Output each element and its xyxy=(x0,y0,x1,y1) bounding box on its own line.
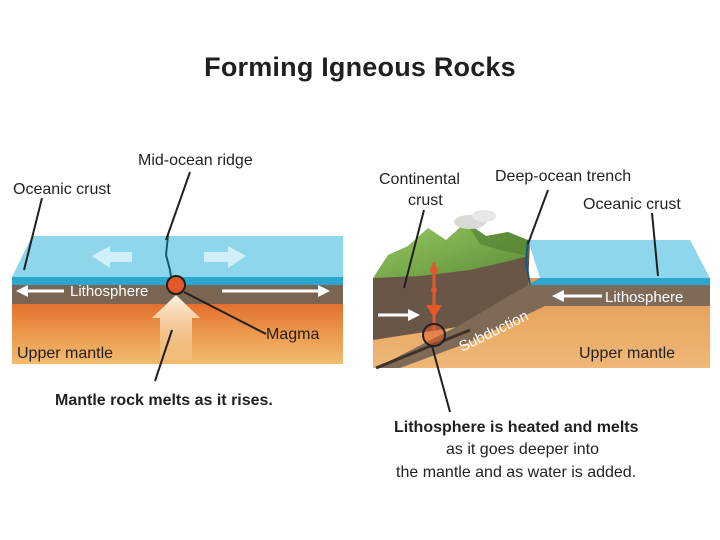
leader-mid-ocean-ridge xyxy=(166,172,190,240)
label-oceanic-crust-left: Oceanic crust xyxy=(13,181,111,198)
label-magma: Magma xyxy=(266,326,319,343)
melting-zone-circle xyxy=(423,324,445,346)
label-deep-ocean-trench: Deep-ocean trench xyxy=(495,168,631,185)
caption-right-line2: as it goes deeper into xyxy=(446,441,599,458)
magma-blob-2 xyxy=(431,287,437,293)
volcano-plume-2 xyxy=(472,210,496,222)
label-lithosphere-left: Lithosphere xyxy=(70,283,148,300)
right-ocean-side xyxy=(528,278,710,285)
label-upper-mantle-right: Upper mantle xyxy=(579,345,675,362)
leader-deep-ocean-trench xyxy=(528,190,548,244)
label-upper-mantle-left: Upper mantle xyxy=(17,345,113,362)
label-oceanic-crust-right: Oceanic crust xyxy=(583,196,681,213)
caption-right-line1: Lithosphere is heated and melts xyxy=(394,419,639,436)
label-mid-ocean-ridge: Mid-ocean ridge xyxy=(138,152,253,169)
label-lithosphere-right: Lithosphere xyxy=(605,289,683,306)
right-block: Continental crust Deep-ocean trench Ocea… xyxy=(373,168,710,481)
right-ocean-surface xyxy=(528,240,710,278)
label-continental-crust-2: crust xyxy=(408,192,443,209)
label-continental-crust-1: Continental xyxy=(379,171,460,188)
caption-right-line3: the mantle and as water is added. xyxy=(396,464,636,481)
magma-blob-1 xyxy=(430,266,438,274)
left-ocean-surface xyxy=(12,236,343,277)
caption-left: Mantle rock melts as it rises. xyxy=(55,392,273,409)
left-block: Mid-ocean ridge Oceanic crust Lithospher… xyxy=(12,152,343,409)
magma-circle xyxy=(167,276,185,294)
